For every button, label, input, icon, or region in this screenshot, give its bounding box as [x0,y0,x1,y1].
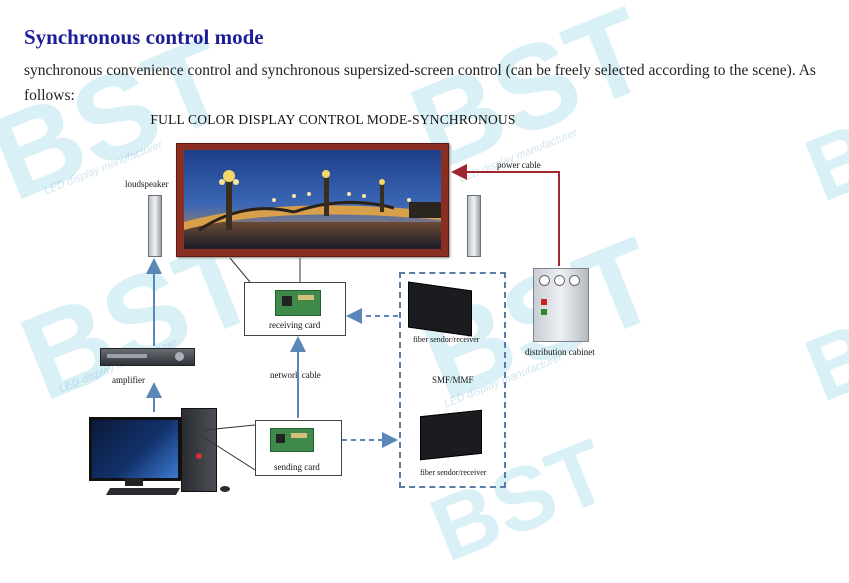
loudspeaker-label: loudspeaker [125,179,169,189]
sending-card-label: sending card [274,462,320,472]
fiber-top-label: fiber sendor/receiver [413,335,480,344]
loudspeaker-right [467,195,481,257]
sending-card-box: sending card [255,420,342,476]
watermark-tagline: LED display manufacturer [457,126,580,186]
network-cable-label: network cable [270,370,321,380]
amplifier-icon [100,348,195,366]
sending-card-icon [270,428,314,452]
loudspeaker-left [148,195,162,257]
mouse-icon [220,486,230,492]
power-cable-label: power cable [497,160,541,170]
watermark-logo: BST [792,260,849,422]
fiber-device-bottom [420,409,482,461]
smf-mmf-label: SMF/MMF [432,375,474,385]
intro-paragraph: synchronous convenience control and sync… [24,62,816,104]
page-title: Synchronous control mode [24,25,264,49]
receiving-card-box: receiving card [244,282,346,336]
diagram-title: FULL COLOR DISPLAY CONTROL MODE-SYNCHRON… [150,112,516,127]
distribution-cabinet-icon [533,268,589,342]
watermark-tagline: LED display manufacturer [57,336,180,396]
keyboard-icon [105,488,181,495]
receiving-card-label: receiving card [269,320,321,330]
fiber-bottom-label: fiber sendor/receiver [420,468,487,477]
monitor-icon [89,417,181,481]
fiber-group [399,272,506,488]
amplifier-label: amplifier [112,375,145,385]
led-display-screen [176,143,449,257]
fiber-device-top [408,281,472,337]
receiving-card-icon [275,290,321,316]
night-bridge-image [184,150,441,249]
pc-tower-icon [181,408,217,492]
distribution-cabinet-label: distribution cabinet [525,347,595,357]
